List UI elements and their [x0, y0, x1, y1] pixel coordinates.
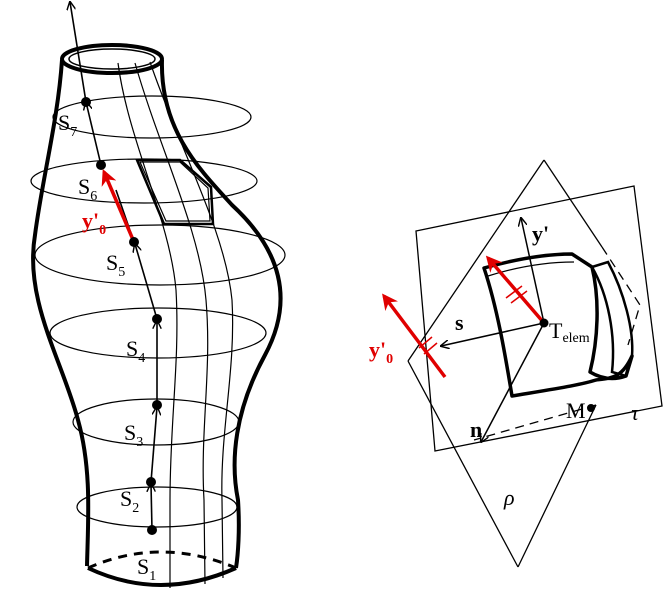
centerline-point	[152, 314, 162, 324]
plane-tau	[415, 185, 663, 452]
label-y-prime: y'	[532, 221, 549, 246]
shell-element-face	[590, 266, 627, 378]
centerline-segment	[151, 484, 152, 531]
vector-n	[481, 322, 545, 442]
shell-element-edge	[571, 252, 593, 269]
label-n: n	[470, 417, 482, 442]
longitudinal-line	[134, 62, 209, 585]
centerline-point	[81, 97, 91, 107]
point-label-s3: S3	[124, 420, 143, 450]
element-red-tick	[510, 290, 528, 304]
longitudinal-line	[117, 62, 178, 588]
cross-section-ring	[76, 486, 238, 528]
vessel-bottom-back	[87, 550, 237, 570]
vessel-figure: S7 S6 S5 S4 S3 S2 S1 y'0	[30, 2, 286, 588]
plane-rho-edge	[407, 159, 545, 362]
outside-red-tick	[418, 336, 433, 349]
plane-rho-edge-hidden	[473, 404, 597, 441]
vessel-red-vector	[101, 169, 136, 243]
label-m: M	[566, 398, 586, 423]
point-m	[587, 404, 595, 412]
cross-section-ring	[52, 95, 252, 139]
point-label-s5: S5	[106, 250, 125, 280]
vessel-bottom-front	[87, 566, 237, 587]
centerline-segment	[150, 407, 157, 483]
vessel-vector-label: y'0	[82, 208, 106, 238]
shell-element-rim	[591, 260, 634, 357]
point-label-s4: S4	[126, 336, 145, 366]
cross-section-ring	[72, 398, 240, 446]
centerline-segment	[135, 244, 158, 320]
centerline-point	[96, 160, 106, 170]
centerline-point	[146, 477, 156, 487]
vessel-left-wall	[31, 59, 91, 567]
vessel-surface-element	[135, 158, 215, 226]
plane-rho-edge-hidden	[543, 159, 603, 248]
centerline-point	[147, 525, 157, 535]
point-label-s2: S2	[120, 486, 139, 516]
outside-red-tick	[423, 342, 438, 355]
vector-s	[441, 322, 545, 346]
centerline-segment	[86, 102, 102, 166]
point-label-s7: S7	[58, 110, 77, 140]
element-figure: y' s n Telem M τ ρ y'0	[369, 159, 663, 568]
outside-red-vector	[382, 293, 447, 379]
axis-arrow	[70, 2, 87, 103]
point-label-s6: S6	[78, 174, 97, 204]
plane-rho-edge	[517, 404, 597, 568]
element-vector-label: y'0	[369, 337, 393, 367]
label-s: s	[455, 310, 464, 335]
vessel-top-rim-inner	[68, 48, 156, 70]
cross-section-ring	[49, 307, 267, 359]
centerline-point	[152, 400, 162, 410]
centerline-point	[129, 237, 139, 247]
vessel-top-rim-outer	[60, 43, 164, 75]
shell-element-inner-line	[487, 261, 575, 277]
point-t-elem	[539, 318, 549, 328]
label-rho: ρ	[503, 485, 515, 510]
point-label-s1: S1	[137, 554, 156, 584]
cross-section-ring	[34, 224, 286, 286]
longitudinal-line	[149, 61, 234, 579]
plane-rho-edge	[407, 360, 519, 568]
vessel-right-wall	[159, 59, 283, 569]
label-tau: τ	[631, 400, 640, 425]
label-t-elem: Telem	[549, 318, 590, 346]
element-red-tick	[505, 285, 523, 299]
vessel-surface-element-inner	[139, 161, 211, 222]
vector-y-prime	[521, 218, 545, 324]
